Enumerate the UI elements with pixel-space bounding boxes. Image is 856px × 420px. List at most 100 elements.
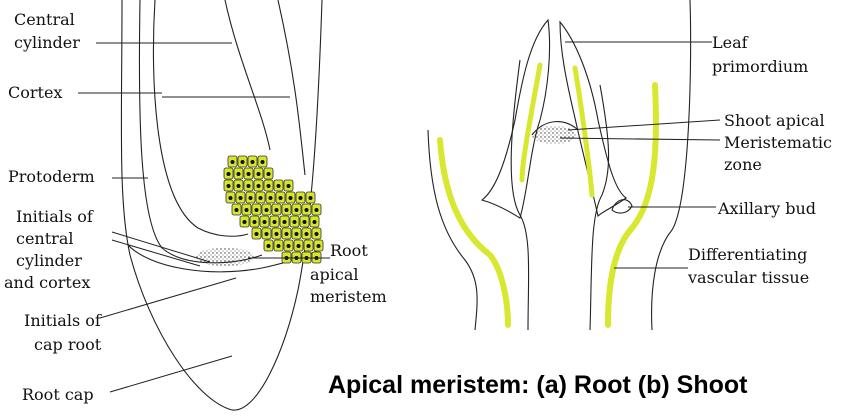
meristem-cell-nucleus: [252, 220, 257, 224]
label-initials-cap-2: cap root: [34, 335, 102, 354]
label-root-apical-1: Root: [330, 241, 368, 260]
meristem-cell-nucleus: [294, 232, 299, 236]
meristem-cell-nucleus: [254, 208, 259, 212]
meristem-cell-nucleus: [240, 160, 245, 164]
label-shoot-apical: Shoot apical: [724, 111, 825, 130]
label-initials-cc-2: central: [16, 229, 73, 248]
meristem-cell-nucleus: [248, 196, 253, 200]
meristematic-stipple: [532, 126, 576, 144]
shoot-inner-left: [510, 59, 530, 331]
shoot-labels: Leaf primordium Shoot apical Meristemati…: [687, 33, 832, 287]
meristem-cell-nucleus: [312, 220, 317, 224]
meristem-cell-nucleus: [262, 220, 267, 224]
label-root-apical-2: apical: [310, 265, 359, 284]
meristem-cell-nucleus: [284, 208, 289, 212]
meristem-cell-nucleus: [308, 196, 313, 200]
meristem-cell-nucleus: [246, 184, 251, 188]
meristem-cell-nucleus: [264, 208, 269, 212]
meristem-cell-nucleus: [236, 172, 241, 176]
vascular-strand-right-outer: [605, 82, 659, 328]
meristem-cell-nucleus: [314, 232, 319, 236]
meristem-cell-nucleus: [242, 220, 247, 224]
central-cylinder-right-boundary: [224, 0, 271, 151]
shoot-leader-lines: [559, 41, 721, 269]
meristem-cell-nucleus: [316, 244, 321, 248]
label-central-cylinder-2: cylinder: [14, 33, 80, 52]
label-leaf-primordium-2: primordium: [712, 57, 808, 76]
label-protoderm: Protoderm: [8, 167, 95, 186]
meristem-cell-nucleus: [244, 208, 249, 212]
meristem-cell-nucleus: [266, 172, 271, 176]
meristem-cell-nucleus: [234, 208, 239, 212]
meristem-cell-nucleus: [264, 232, 269, 236]
meristem-cell-nucleus: [274, 208, 279, 212]
label-meristematic-1: Meristematic: [724, 133, 832, 152]
label-leaf-primordium-1: Leaf: [712, 33, 749, 52]
meristem-cell-nucleus: [254, 232, 259, 236]
root-leader-lines: [78, 42, 330, 393]
meristem-cell-nucleus: [238, 196, 243, 200]
meristem-cell-nucleus: [256, 172, 261, 176]
meristem-cell-nucleus: [302, 220, 307, 224]
root-apical-meristem-cells: [223, 155, 324, 264]
shoot-outer-right: [651, 0, 692, 331]
meristem-cell-nucleus: [256, 184, 261, 188]
cortex-right-boundary: [277, 0, 306, 176]
shoot-outer-left: [427, 129, 478, 331]
meristem-cell-nucleus: [260, 160, 265, 164]
root-labels: Central cylinder Cortex Protoderm Initia…: [4, 10, 387, 404]
meristem-cell-nucleus: [274, 232, 279, 236]
shoot-inner-right: [589, 84, 610, 331]
meristem-cell-nucleus: [306, 244, 311, 248]
meristem-cell-nucleus: [292, 220, 297, 224]
meristem-cell-nucleus: [226, 172, 231, 176]
meristem-cell-nucleus: [296, 244, 301, 248]
meristem-cell-nucleus: [246, 172, 251, 176]
shoot-apex-drawing: [427, 0, 692, 331]
label-axillary-bud: Axillary bud: [717, 199, 816, 218]
meristem-cell-nucleus: [236, 184, 241, 188]
meristem-cell-nucleus: [314, 208, 319, 212]
label-initials-cc-3: cylinder: [16, 251, 82, 270]
left-leaf-primordium: [480, 18, 551, 219]
label-differentiating-1: Differentiating: [688, 245, 807, 264]
meristem-cell-nucleus: [276, 184, 281, 188]
meristem-cell-nucleus: [304, 232, 309, 236]
meristem-cell-nucleus: [286, 244, 291, 248]
meristem-cell-nucleus: [286, 184, 291, 188]
label-meristematic-2: zone: [724, 155, 762, 174]
meristem-cell-nucleus: [268, 196, 273, 200]
meristem-cell-nucleus: [272, 220, 277, 224]
meristem-cell-nucleus: [288, 196, 293, 200]
axillary-bud: [611, 199, 633, 214]
figure-caption: Apical meristem: (a) Root (b) Shoot: [328, 371, 748, 399]
meristem-cell-nucleus: [278, 196, 283, 200]
meristem-cell-nucleus: [276, 244, 281, 248]
meristem-cell-nucleus: [266, 244, 271, 248]
meristem-cell-nucleus: [304, 208, 309, 212]
meristem-cell-nucleus: [230, 160, 235, 164]
label-cortex: Cortex: [8, 83, 62, 102]
meristem-cell-nucleus: [228, 196, 233, 200]
meristem-cell-nucleus: [258, 196, 263, 200]
meristem-cell-nucleus: [282, 220, 287, 224]
label-central-cylinder-1: Central: [14, 10, 75, 29]
initials-stipple: [195, 248, 255, 266]
vascular-strand-left-inner: [519, 62, 543, 183]
meristem-cell-nucleus: [226, 184, 231, 188]
label-differentiating-2: vascular tissue: [687, 268, 809, 287]
label-root-apical-3: meristem: [310, 287, 387, 306]
vascular-strand-left-outer: [437, 137, 511, 328]
label-initials-cc-1: Initials of: [16, 207, 94, 226]
label-initials-cc-4: and cortex: [4, 273, 90, 292]
label-initials-cap-1: Initials of: [24, 311, 102, 330]
meristem-cell-nucleus: [284, 232, 289, 236]
right-leaf-primordium: [559, 20, 627, 218]
meristem-cell-nucleus: [298, 196, 303, 200]
label-root-cap: Root cap: [22, 385, 94, 404]
meristem-cell-nucleus: [294, 208, 299, 212]
meristem-cell-nucleus: [266, 184, 271, 188]
meristem-cell-nucleus: [250, 160, 255, 164]
central-cylinder-left-boundary: [152, 0, 249, 237]
